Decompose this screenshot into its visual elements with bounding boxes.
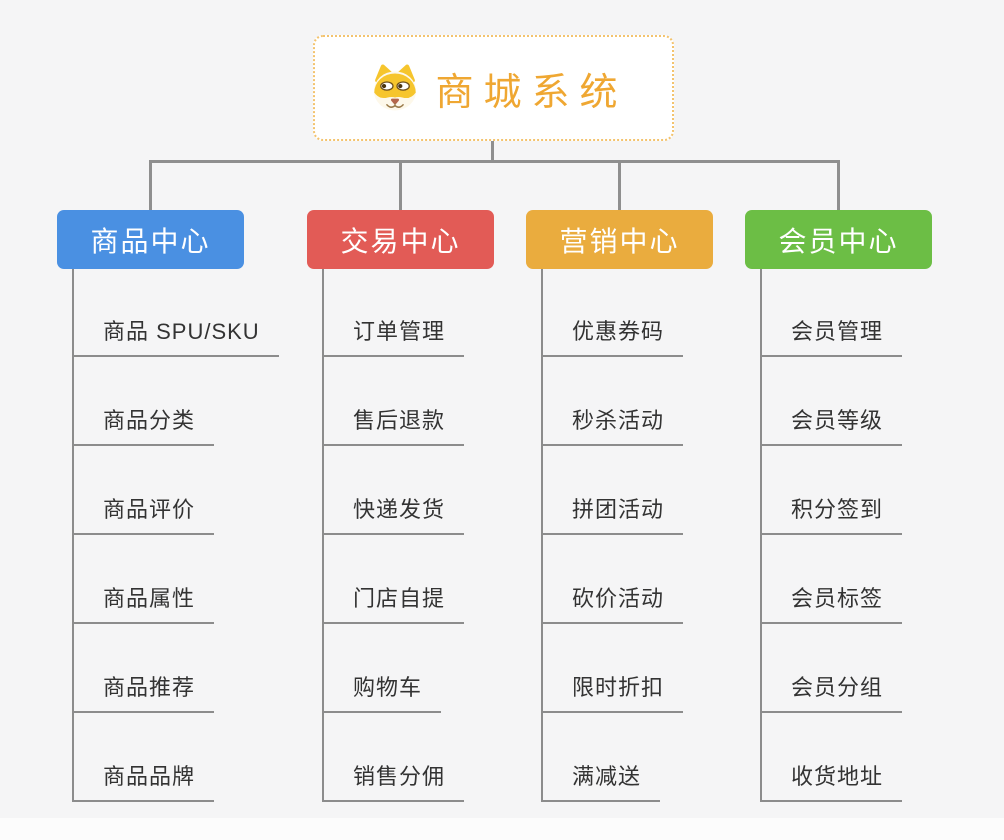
leaf-node[interactable]: 商品品牌	[72, 762, 215, 802]
connector-spine-marketing-center	[541, 269, 543, 802]
leaf-node[interactable]: 拼团活动	[541, 495, 684, 535]
connector-drop-marketing-center	[618, 160, 621, 210]
leaf-node[interactable]: 销售分佣	[322, 762, 465, 802]
branch-label: 会员中心	[778, 225, 899, 257]
leaf-node[interactable]: 砍价活动	[541, 584, 684, 624]
leaf-node[interactable]: 会员管理	[760, 317, 903, 357]
connector-drop-member-center	[837, 160, 840, 210]
leaf-node[interactable]: 商品属性	[72, 584, 215, 624]
leaf-node[interactable]: 限时折扣	[541, 673, 684, 713]
connector-bus	[149, 160, 839, 163]
connector-spine-member-center	[760, 269, 762, 802]
leaf-node[interactable]: 售后退款	[322, 406, 465, 446]
branch-label: 商品中心	[90, 225, 211, 257]
branch-label: 交易中心	[340, 225, 461, 257]
leaf-node[interactable]: 商品分类	[72, 406, 215, 446]
leaf-node[interactable]: 快递发货	[322, 495, 465, 535]
branch-node-member-center[interactable]: 会员中心	[745, 210, 932, 269]
leaf-node[interactable]: 订单管理	[322, 317, 465, 357]
branch-node-product-center[interactable]: 商品中心	[57, 210, 244, 269]
leaf-node[interactable]: 商品 SPU/SKU	[72, 317, 279, 357]
leaf-node[interactable]: 购物车	[322, 673, 442, 713]
dog-face-icon	[374, 64, 417, 110]
leaf-node[interactable]: 优惠券码	[541, 317, 684, 357]
root-title: 商城系统	[435, 71, 628, 114]
connector-spine-trade-center	[322, 269, 324, 802]
leaf-node[interactable]: 商品推荐	[72, 673, 215, 713]
branch-node-marketing-center[interactable]: 营销中心	[526, 210, 713, 269]
branch-node-trade-center[interactable]: 交易中心	[307, 210, 494, 269]
connector-root-drop	[491, 141, 494, 162]
branch-label: 营销中心	[559, 225, 680, 257]
leaf-node[interactable]: 会员分组	[760, 673, 903, 713]
leaf-node[interactable]: 积分签到	[760, 495, 903, 535]
leaf-node[interactable]: 收货地址	[760, 762, 903, 802]
leaf-node[interactable]: 商品评价	[72, 495, 215, 535]
leaf-node[interactable]: 秒杀活动	[541, 406, 684, 446]
connector-drop-product-center	[149, 160, 152, 210]
root-node[interactable]: 商城系统	[313, 35, 674, 141]
leaf-node[interactable]: 会员标签	[760, 584, 903, 624]
leaf-node[interactable]: 满减送	[541, 762, 661, 802]
leaf-node[interactable]: 会员等级	[760, 406, 903, 446]
connector-spine-product-center	[72, 269, 74, 802]
bottom-strip	[0, 818, 1004, 840]
connector-drop-trade-center	[399, 160, 402, 210]
leaf-node[interactable]: 门店自提	[322, 584, 465, 624]
